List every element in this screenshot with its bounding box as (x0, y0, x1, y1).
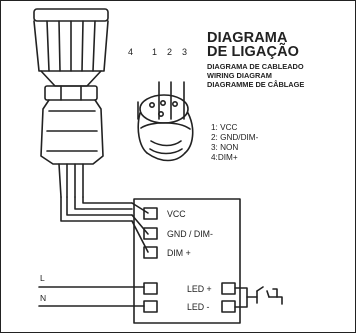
mains-label-neutral: N (40, 293, 47, 303)
pin-label-2: 2 (167, 47, 173, 57)
connector-wires (60, 196, 149, 253)
led-output-symbol (234, 286, 283, 308)
terminal-label-led-plus: LED + (187, 284, 212, 294)
title-line-1: DIAGRAMA (207, 30, 288, 46)
terminal-label-gnd-dim: GND / DIM- (167, 229, 213, 239)
pin-plug-drawing (137, 81, 194, 162)
pin-legend-3: 3: NON (211, 143, 239, 152)
pin-label-3: 3 (182, 47, 188, 57)
title-line-2: DE LIGAÇÃO (207, 44, 300, 60)
mains-wires (38, 286, 145, 307)
subtitle-line-2: WIRING DIAGRAM (207, 71, 272, 80)
subtitle-line-3: DIAGRAMME DE CÂBLAGE (207, 80, 305, 89)
terminal-label-led-minus: LED - (187, 302, 210, 312)
pin-label-1: 1 (152, 47, 158, 57)
pin-legend-2: 2: GND/DIM- (211, 133, 259, 142)
pin-legend-4: 4:DIM+ (211, 153, 238, 162)
subtitle-line-1: DIAGRAMA DE CABLEADO (207, 62, 304, 71)
terminal-label-vcc: VCC (167, 209, 186, 219)
connector-body (33, 8, 109, 198)
terminal-label-dim-plus: DIM + (167, 248, 191, 258)
pin-label-4: 4 (128, 47, 134, 57)
pin-legend-1: 1: VCC (211, 123, 238, 132)
mains-label-live: L (40, 273, 45, 283)
